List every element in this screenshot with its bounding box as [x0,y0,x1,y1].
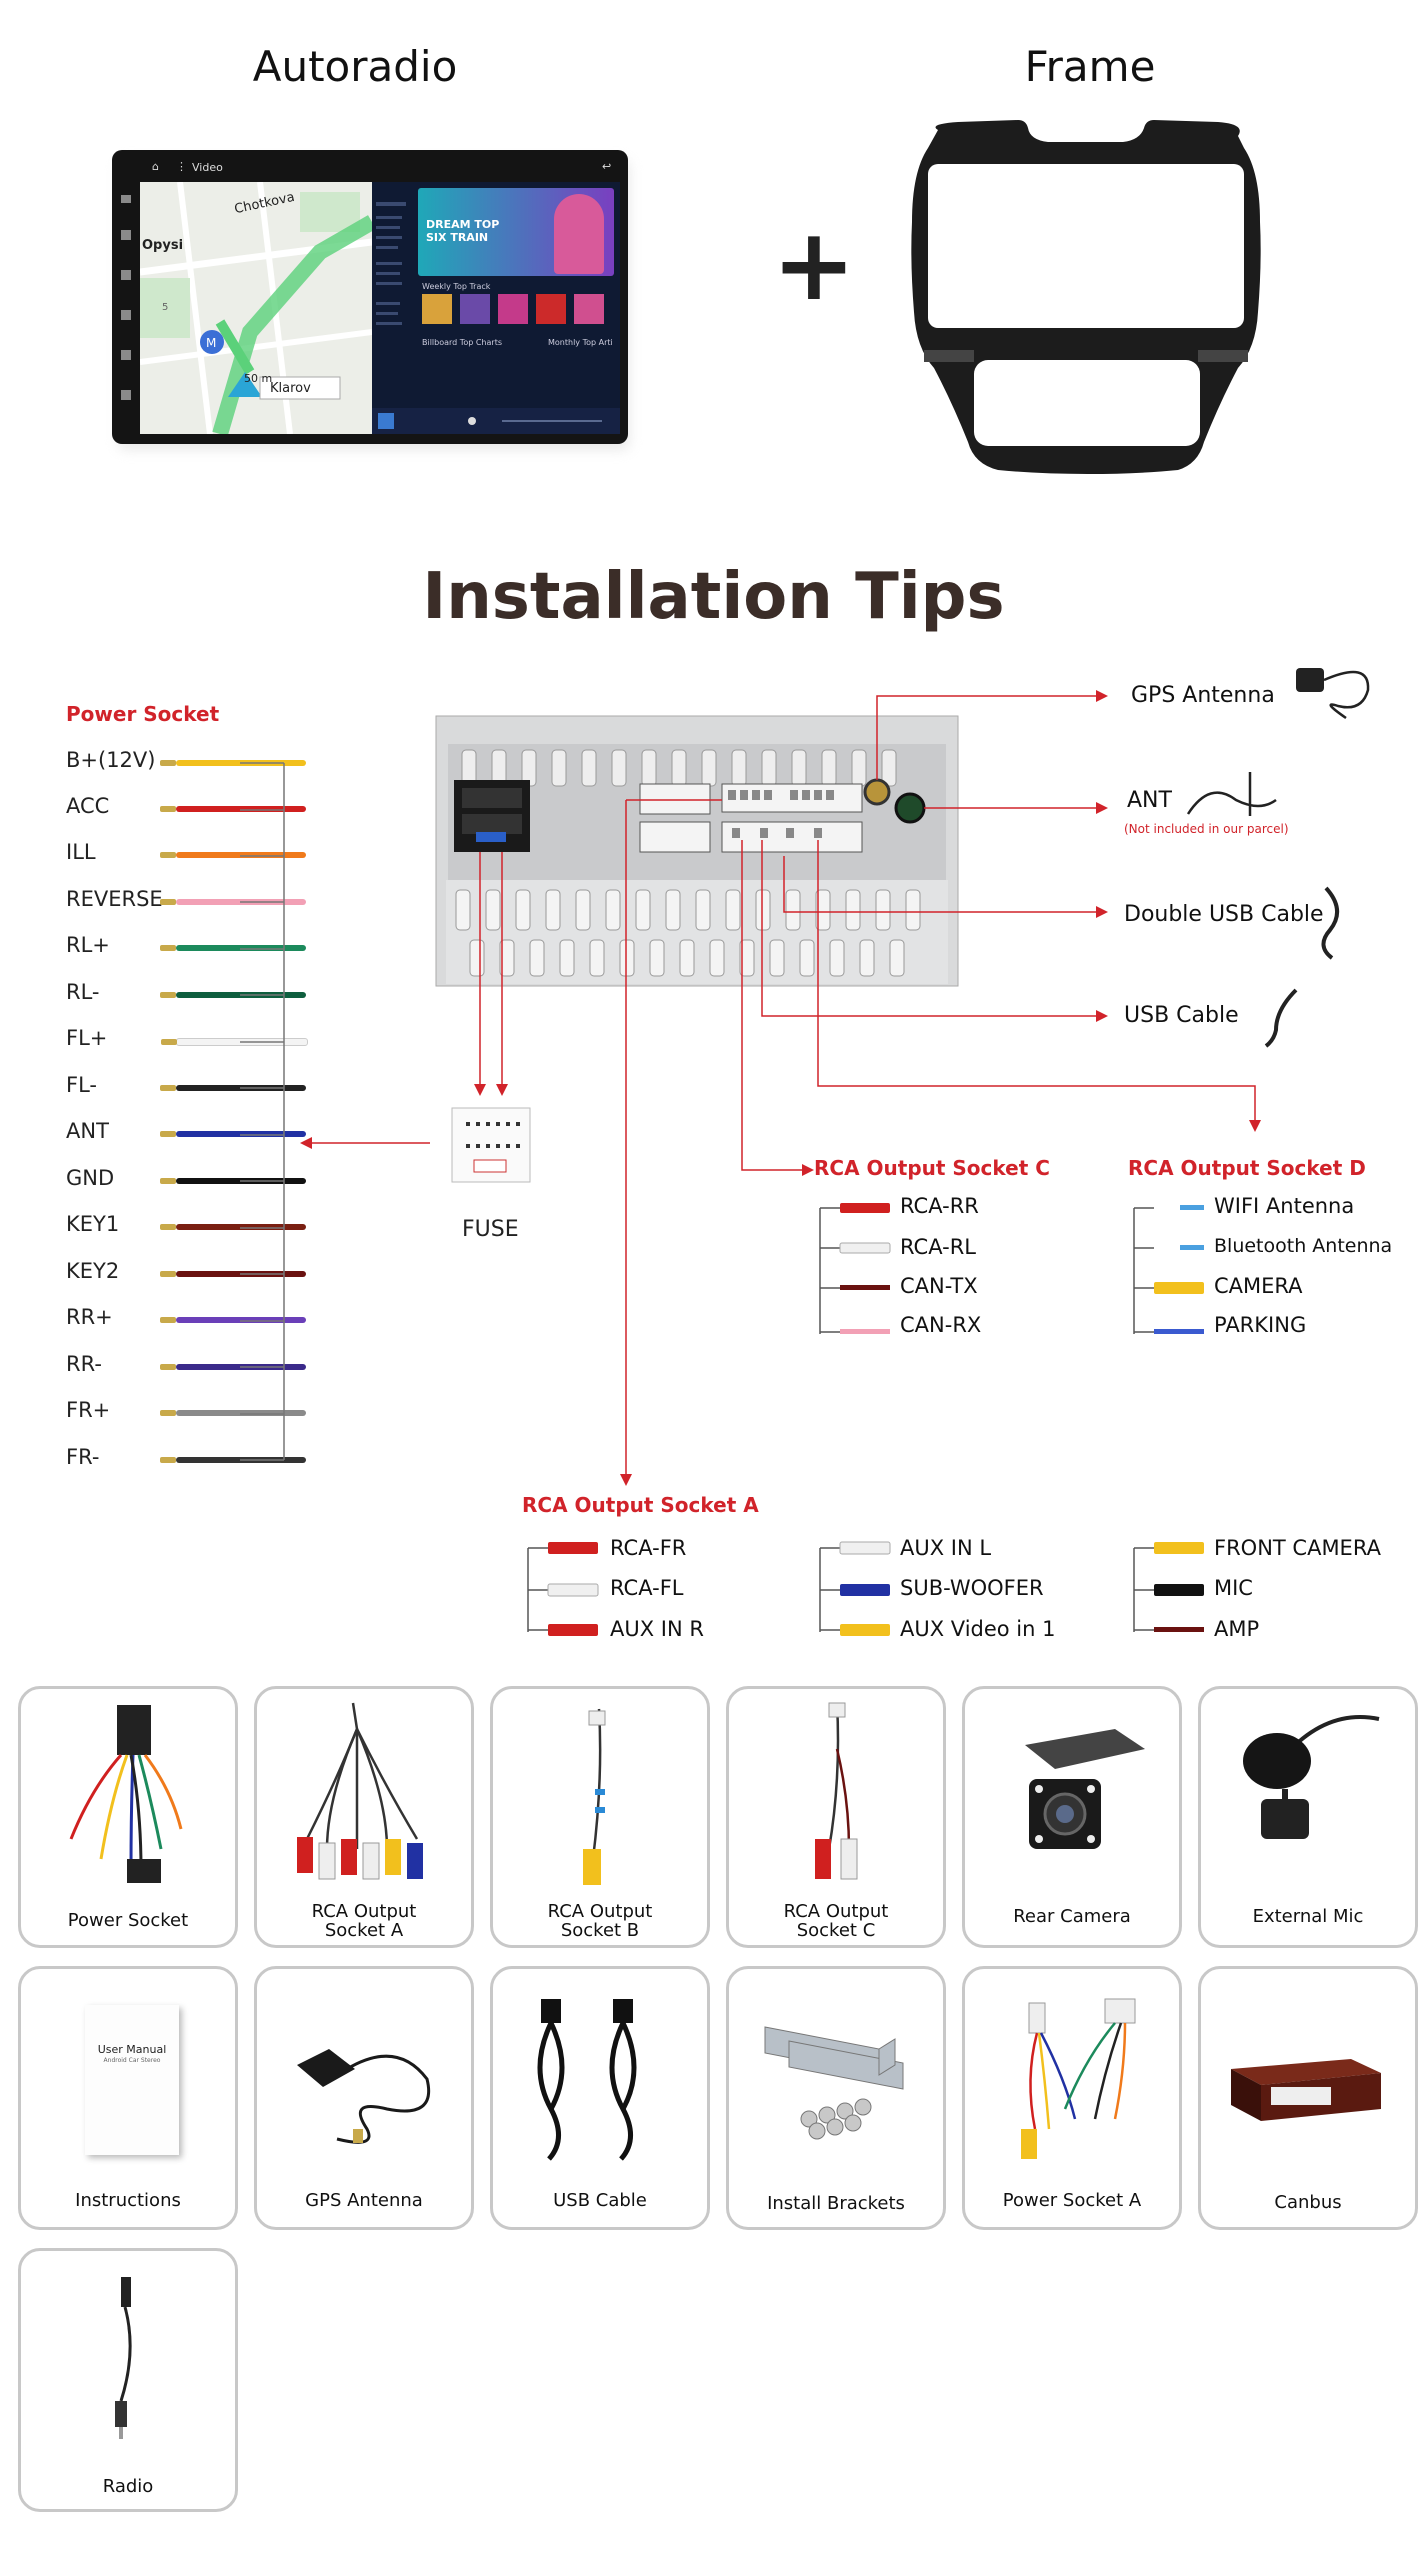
package-item-caption: GPS Antenna [305,2190,423,2211]
package-item-caption: Power Socket A [1002,2190,1142,2211]
frame-title: Frame [1024,42,1156,91]
package-item-power-socket: Power Socket [18,1686,238,1948]
socket-c-title: RCA Output Socket C [814,1156,1050,1180]
section-3: Monthly Top Arti [548,338,613,347]
package-item-caption: Power Socket [67,1910,189,1931]
svg-text:M: M [206,336,216,350]
package-item-usb-cable: USB Cable [490,1966,710,2230]
map-pane[interactable]: M Chotkova Opysi Klarov 50 m 5 [140,182,372,434]
autoradio-title: Autoradio [252,42,458,91]
package-item-caption: Install Brackets [767,2193,905,2214]
ant-label: ANT [1127,788,1172,813]
package-item-caption: Rear Camera [1013,1906,1131,1927]
socket-c-item: CAN-TX [900,1274,978,1298]
socket-d-item: PARKING [1214,1313,1307,1337]
music-sidebar [376,202,416,422]
section-2: Billboard Top Charts [422,338,502,347]
caption-line: Socket C [796,1920,876,1941]
map-distance: 50 m [244,372,273,385]
socket-a-item: AUX Video in 1 [900,1617,1056,1641]
home-icon[interactable]: ⌂ [152,160,159,173]
ant-note: (Not included in our parcel) [1124,822,1289,836]
package-item-caption: External Mic [1252,1906,1364,1927]
package-item-caption: USB Cable [553,2190,647,2211]
banner-line1: DREAM TOP [426,218,500,231]
package-item-canbus: Canbus [1198,1966,1418,2230]
caption-line: Socket B [560,1920,640,1941]
side-buttons [118,190,134,410]
socket-c-wires [819,1203,891,1334]
socket-d-item: CAMERA [1214,1274,1303,1298]
socket-a-col2-wires [819,1541,891,1636]
package-item-install-brackets: Install Brackets [726,1966,946,2230]
socket-c-item: CAN-RX [900,1313,982,1337]
map-number: 5 [162,302,169,313]
socket-c-item: RCA-RR [900,1194,979,1218]
manual-book: User Manual Android Car Stereo [85,2005,179,2155]
autoradio-device: ⌂ ⋮ Video ↩ M Chotkova Opysi Klarov 50 m… [112,150,632,450]
socket-a-item: AUX IN R [610,1617,704,1641]
manual-subtitle: Android Car Stereo [103,2057,161,2064]
socket-a-col3-wires [1133,1542,1204,1632]
socket-d-title: RCA Output Socket D [1128,1156,1366,1180]
package-item-caption: Instructions [75,2190,181,2211]
player-bar[interactable] [372,408,620,434]
installation-tips-title: Installation Tips [422,560,1005,634]
map-label-3: Klarov [270,381,311,396]
usb-cable-label: USB Cable [1124,1003,1239,1028]
socket-a-item: FRONT CAMERA [1214,1536,1381,1560]
socket-a-item: SUB-WOOFER [900,1576,1044,1600]
package-item-caption: Canbus [1274,2192,1342,2213]
socket-a-item: RCA-FR [610,1536,687,1560]
socket-a-item: MIC [1214,1576,1253,1600]
socket-d-item: Bluetooth Antenna [1214,1235,1393,1257]
package-item-gps-antenna: GPS Antenna [254,1966,474,2230]
banner-line2: SIX TRAIN [426,231,489,244]
fuse-label: FUSE [462,1217,519,1242]
track-thumbnails[interactable] [422,294,612,324]
gps-antenna-label: GPS Antenna [1131,683,1275,708]
status-title: Video [192,161,223,174]
double-usb-label: Double USB Cable [1124,902,1324,927]
map-label-2: Opysi [142,238,184,253]
status-bar: ⌂ ⋮ Video ↩ [152,160,612,174]
plus-sign: + [772,206,856,323]
package-item-radio: Radio [18,2248,238,2512]
back-icon[interactable]: ↩ [602,160,612,173]
socket-a-item: AUX IN L [900,1536,992,1560]
socket-a-title: RCA Output Socket A [522,1493,759,1517]
caption-line: RCA Output [547,1901,653,1922]
socket-a-item: RCA-FL [610,1576,684,1600]
socket-d-item: WIFI Antenna [1214,1194,1355,1218]
package-item-caption: Radio [102,2476,154,2497]
music-pane[interactable]: DREAM TOP SIX TRAIN Weekly Top Track Bil… [372,182,620,434]
frame-image [898,112,1274,480]
package-item-external-mic: External Mic [1198,1686,1418,1948]
package-item-rear-camera: Rear Camera [962,1686,1182,1948]
caption-line: Socket A [324,1920,404,1941]
socket-d-wires [1133,1205,1204,1334]
socket-a-col1-wires [527,1542,599,1636]
caption-line: RCA Output [311,1901,417,1922]
power-socket-title: Power Socket [66,702,220,726]
package-item-instructions: User Manual Android Car Stereo Instructi… [18,1966,238,2230]
socket-c-item: RCA-RL [900,1235,976,1259]
wiring-diagram [240,668,1370,1486]
section-1: Weekly Top Track [422,282,491,291]
socket-a-item: AMP [1214,1617,1260,1641]
caption-line: RCA Output [783,1901,889,1922]
banner[interactable]: DREAM TOP SIX TRAIN [418,188,614,276]
package-item-power-socket-a: Power Socket A [962,1966,1182,2230]
manual-title: User Manual [97,2043,167,2056]
